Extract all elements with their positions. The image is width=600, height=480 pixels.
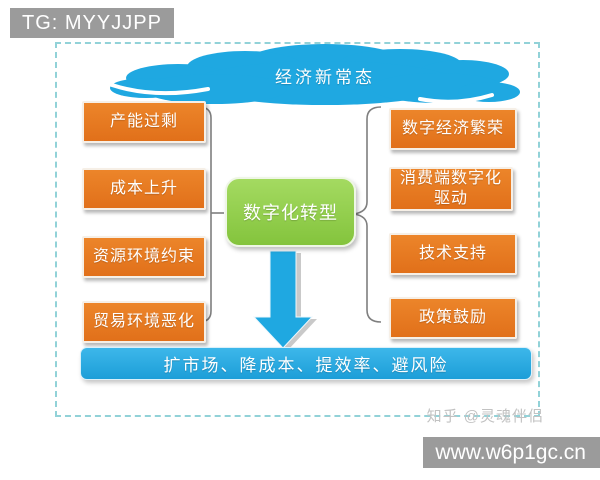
right-factor-box-4: 政策鼓励 xyxy=(389,297,517,339)
left-factor-box-3: 资源环境约束 xyxy=(82,236,206,278)
bottom-right-badge: www.w6p1gc.cn xyxy=(423,437,600,468)
left-factor-box-1: 产能过剩 xyxy=(82,101,206,143)
cloud-label: 经济新常态 xyxy=(275,68,375,87)
right-factor-box-1: 数字经济繁荣 xyxy=(389,108,517,150)
right-factor-box-3: 技术支持 xyxy=(389,233,517,275)
watermark-text: 知乎 @灵魂伴侣 xyxy=(426,408,544,425)
right-factor-box-2: 消费端数字化驱动 xyxy=(389,167,513,211)
top-left-badge: TG: MYYJJPP xyxy=(10,8,174,38)
dashed-frame xyxy=(55,42,540,417)
left-factor-box-2: 成本上升 xyxy=(82,168,206,210)
bottom-bar: 扩市场、降成本、提效率、避风险 xyxy=(80,347,532,380)
center-box: 数字化转型 xyxy=(225,177,356,247)
left-factor-box-4: 贸易环境恶化 xyxy=(82,301,206,343)
